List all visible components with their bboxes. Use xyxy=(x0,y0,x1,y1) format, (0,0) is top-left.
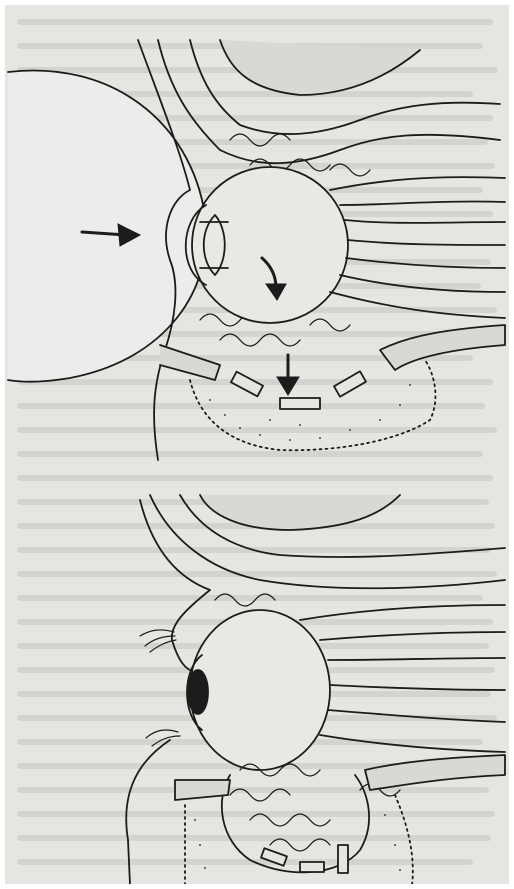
page-frame xyxy=(0,0,514,889)
scanned-page xyxy=(0,0,514,889)
